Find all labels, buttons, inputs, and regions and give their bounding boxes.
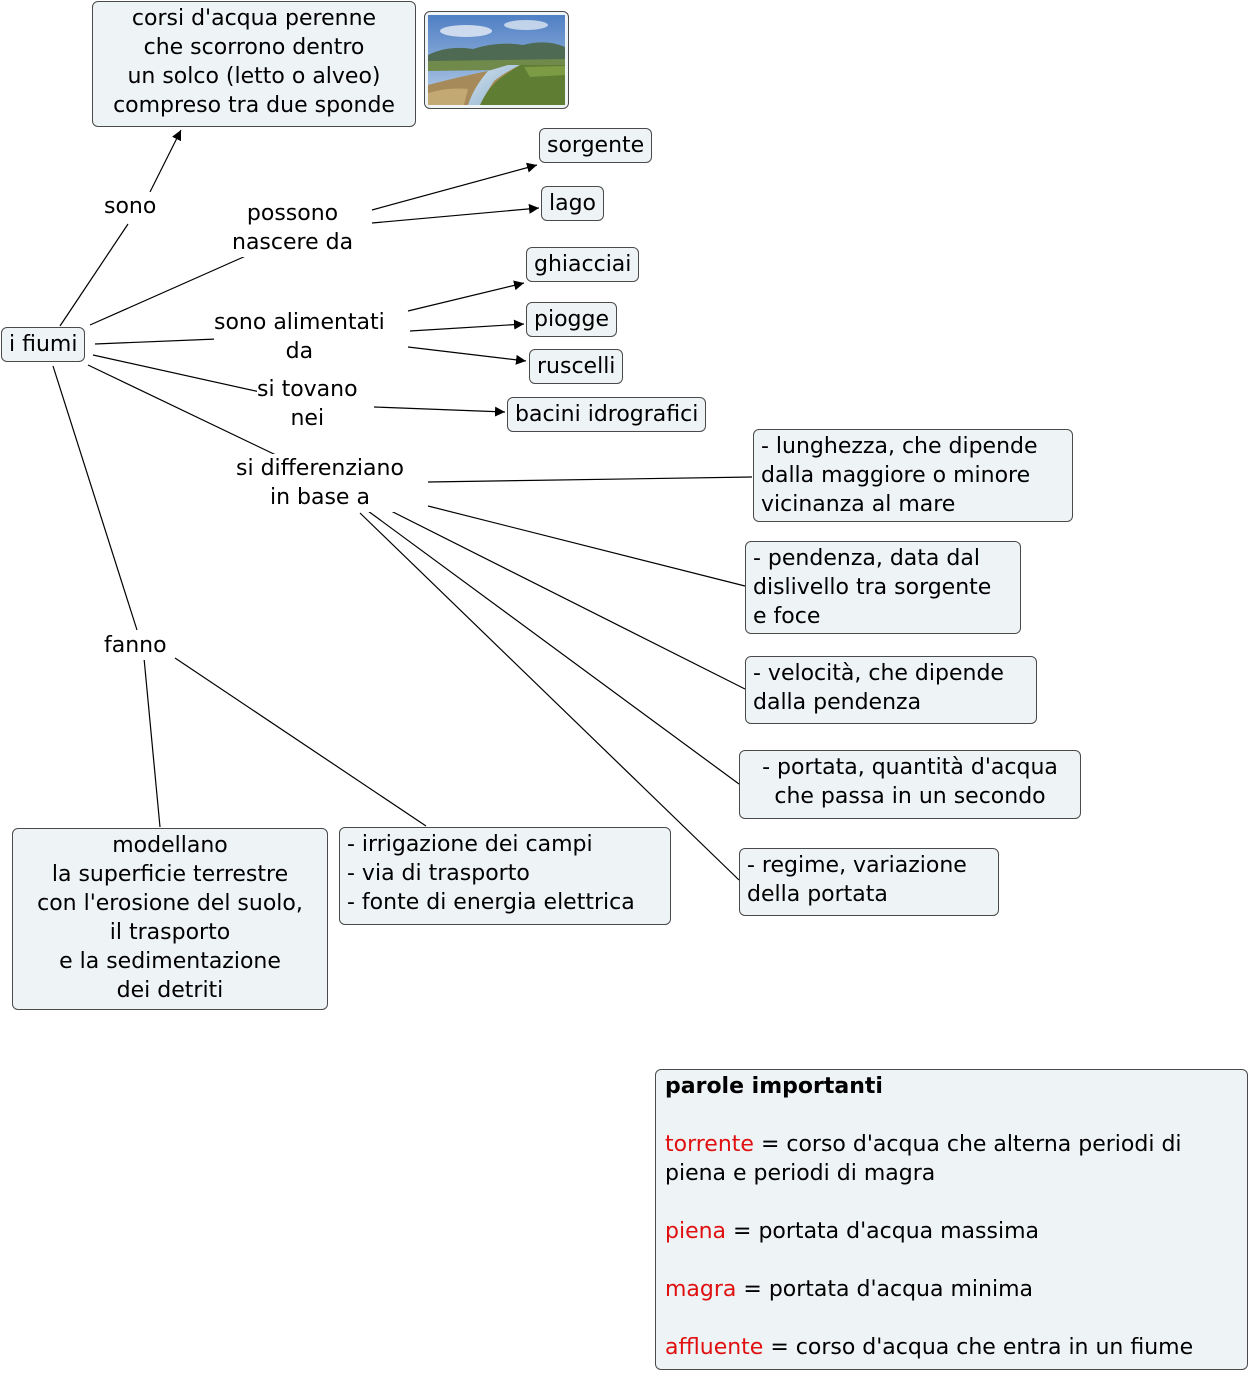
link-fanno-usi [174, 657, 427, 827]
link-trovano-bacini [373, 406, 506, 417]
node-bacini-idrografici[interactable]: bacini idrografici [507, 397, 707, 432]
node-piogge[interactable]: piogge [526, 302, 618, 337]
legend-definition: = portata d'acqua minima [736, 1277, 1033, 1302]
legend-parole-importanti[interactable]: parole importanti torrente = corso d'acq… [655, 1069, 1248, 1370]
legend-definition: = portata d'acqua massima [726, 1219, 1039, 1244]
node-ruscelli[interactable]: ruscelli [529, 349, 624, 384]
link-root-possono [89, 254, 249, 326]
node-velocita[interactable]: - velocità, che dipende dalla pendenza [745, 656, 1037, 724]
node-regime[interactable]: - regime, variazione della portata [739, 848, 999, 916]
label-sono-alimentati-da: sono alimentati da [214, 308, 385, 366]
link-root-sono [59, 223, 129, 327]
legend-term: magra [665, 1277, 737, 1302]
label-fanno: fanno [104, 631, 167, 660]
legend-term: piena [665, 1219, 727, 1244]
link-diff-regime [359, 512, 740, 881]
node-lago[interactable]: lago [541, 186, 605, 221]
label-si-differenziano: si differenziano in base a [236, 454, 404, 512]
link-diff-lunghezza [427, 476, 753, 483]
legend-term: affluente [665, 1335, 764, 1360]
node-definition[interactable]: corsi d'acqua perenne che scorrono dentr… [92, 1, 416, 127]
legend-definition: = corso d'acqua che entra in un fiume [763, 1335, 1194, 1360]
node-root[interactable]: i fiumi [1, 327, 86, 362]
legend-entry-torrente: torrente = corso d'acqua che alterna per… [665, 1130, 1238, 1188]
link-diff-portata [367, 510, 740, 785]
link-alimentati-ghiacciai [407, 280, 525, 312]
river-landscape-image [428, 15, 565, 105]
node-portata[interactable]: - portata, quantità d'acqua che passa in… [739, 750, 1081, 819]
legend-term: torrente [665, 1132, 754, 1157]
link-root-fanno [52, 365, 138, 631]
link-alimentati-piogge [409, 319, 525, 332]
link-diff-pendenza [427, 505, 746, 587]
node-pendenza[interactable]: - pendenza, data dal dislivello tra sorg… [745, 541, 1021, 634]
legend-entry-affluente: affluente = corso d'acqua che entra in u… [665, 1333, 1238, 1362]
node-usi[interactable]: - irrigazione dei campi - via di traspor… [339, 827, 671, 925]
node-ghiacciai[interactable]: ghiacciai [526, 247, 640, 282]
link-possono-lago [371, 203, 540, 224]
river-photo[interactable] [424, 11, 569, 109]
link-fanno-modellano [143, 657, 161, 828]
link-sono-definition [149, 129, 182, 193]
node-lunghezza[interactable]: - lunghezza, che dipende dalla maggiore … [753, 429, 1073, 522]
legend-entry-magra: magra = portata d'acqua minima [665, 1275, 1238, 1304]
legend-title: parole importanti [665, 1074, 883, 1099]
link-alimentati-ruscelli [407, 346, 527, 365]
link-possono-sorgente [371, 162, 538, 211]
link-root-trovano [92, 354, 261, 393]
node-sorgente[interactable]: sorgente [539, 128, 653, 163]
label-si-trovano-nei: si tovano nei [257, 375, 358, 433]
link-diff-velocita [384, 507, 746, 690]
legend-entry-piena: piena = portata d'acqua massima [665, 1217, 1238, 1246]
label-sono: sono [104, 192, 157, 221]
link-root-alimentati [94, 338, 218, 345]
node-modellano[interactable]: modellano la superficie terrestre con l'… [12, 828, 328, 1010]
legend-definition: = corso d'acqua che alterna periodi di p… [665, 1132, 1182, 1186]
link-root-differenziano [87, 364, 279, 457]
label-possono-nascere-da: possono nascere da [232, 199, 354, 257]
